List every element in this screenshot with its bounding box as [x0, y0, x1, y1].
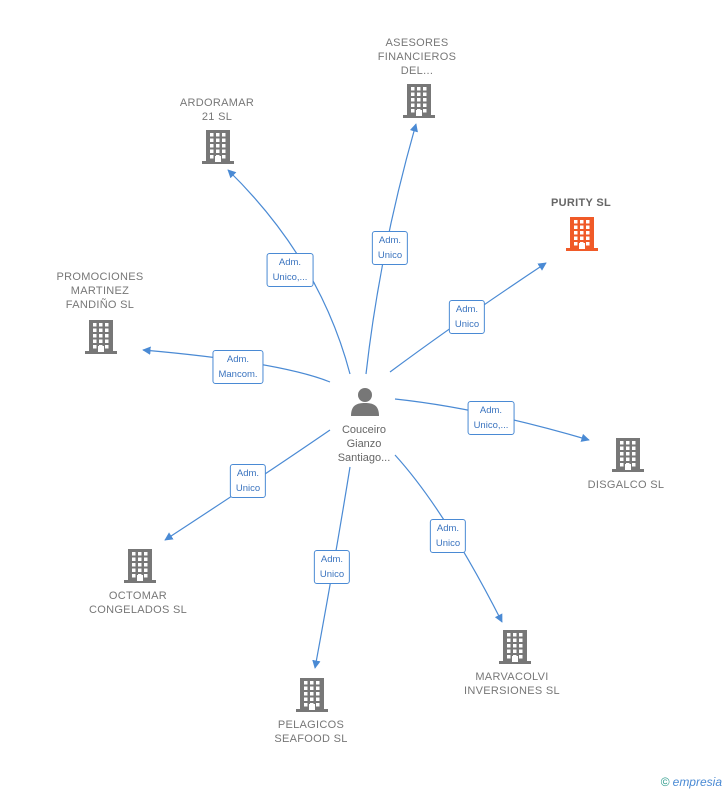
person-icon[interactable] — [349, 386, 381, 421]
building-icon[interactable] — [296, 678, 328, 717]
edge-label-marvacolvi[interactable]: Adm. Unico — [429, 519, 467, 553]
building-icon[interactable] — [612, 438, 644, 477]
brand-footer: ©empresia — [661, 775, 722, 789]
brand-name: empresia — [672, 775, 722, 789]
building-icon[interactable] — [202, 130, 234, 169]
node-label-octomar[interactable]: OCTOMAR CONGELADOS SL — [88, 590, 188, 616]
center-person-label[interactable]: Couceiro Gianzo Santiago... — [337, 424, 391, 464]
copyright-icon: © — [660, 775, 670, 789]
building-icon[interactable] — [85, 320, 117, 359]
edge-label-pelagicos[interactable]: Adm. Unico — [313, 550, 351, 584]
edge-label-promociones[interactable]: Adm. Mancom. — [212, 350, 264, 384]
edge-label-ardoramar[interactable]: Adm. Unico,... — [266, 253, 314, 287]
node-label-pelagicos[interactable]: PELAGICOS SEAFOOD SL — [274, 719, 348, 745]
node-label-purity[interactable]: PURITY SL — [551, 197, 611, 209]
node-label-marvacolvi[interactable]: MARVACOLVI INVERSIONES SL — [464, 671, 560, 697]
building-icon[interactable] — [403, 84, 435, 123]
edge-label-disgalco[interactable]: Adm. Unico,... — [467, 401, 515, 435]
edge-label-asesores[interactable]: Adm. Unico — [371, 231, 409, 265]
node-label-disgalco[interactable]: DISGALCO SL — [587, 479, 665, 491]
node-label-asesores[interactable]: ASESORES FINANCIEROS DEL... — [377, 37, 457, 77]
edge-label-octomar[interactable]: Adm. Unico — [229, 464, 267, 498]
building-icon[interactable] — [124, 549, 156, 588]
building-icon[interactable] — [566, 217, 598, 256]
node-label-ardoramar[interactable]: ARDORAMAR 21 SL — [179, 97, 255, 123]
node-label-promociones[interactable]: PROMOCIONES MARTINEZ FANDIÑO SL — [56, 271, 144, 311]
building-icon[interactable] — [499, 630, 531, 669]
edge-label-purity[interactable]: Adm. Unico — [448, 300, 486, 334]
